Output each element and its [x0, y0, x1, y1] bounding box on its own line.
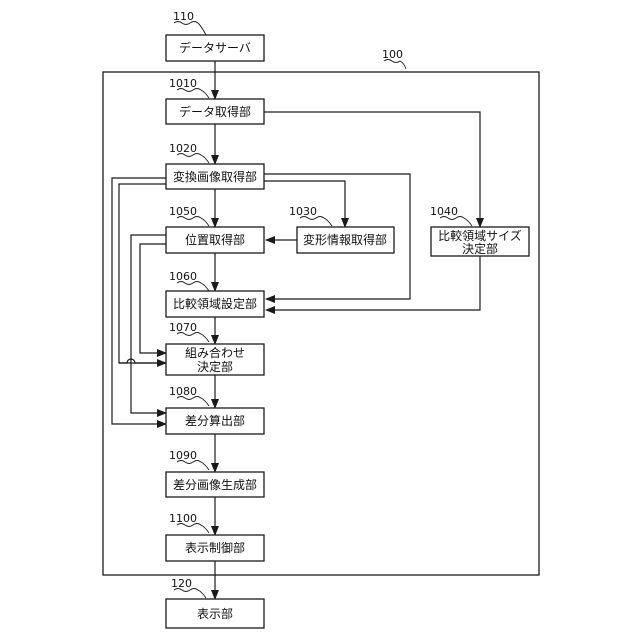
ref-1050: 1050 — [169, 205, 197, 218]
combination-label-2: 決定部 — [197, 359, 233, 374]
ref-1030: 1030 — [289, 205, 317, 218]
block-difference-calculation: 差分算出部 — [166, 408, 264, 434]
ref-1100: 1100 — [169, 512, 197, 525]
ref-1080: 1080 — [169, 385, 197, 398]
difference-calculation-label: 差分算出部 — [185, 413, 245, 428]
data-server-label: データサーバ — [179, 40, 251, 55]
arrow-transformed-to-deformation — [264, 181, 345, 227]
difference-image-generation-label: 差分画像生成部 — [173, 477, 257, 492]
block-comparison-region-size: 比較領域サイズ 決定部 — [431, 227, 529, 256]
ref-100: 100 — [382, 48, 403, 61]
block-difference-image-generation: 差分画像生成部 — [166, 472, 264, 497]
arrow-size-to-setting — [266, 256, 480, 310]
display-control-label: 表示制御部 — [185, 540, 245, 555]
ref-1010: 1010 — [169, 77, 197, 90]
position-acquisition-label: 位置取得部 — [185, 232, 245, 247]
data-acquisition-label: データ取得部 — [179, 104, 251, 119]
connectors — [112, 61, 480, 599]
arrow-transformed-to-combination — [119, 184, 166, 363]
leader-110 — [174, 22, 206, 36]
block-combination: 組み合わせ 決定部 — [166, 344, 264, 375]
block-data-server: データサーバ — [166, 35, 264, 61]
ref-1070: 1070 — [169, 321, 197, 334]
ref-1040: 1040 — [430, 205, 458, 218]
display-label: 表示部 — [197, 606, 233, 621]
transformed-image-acquisition-label: 変換画像取得部 — [173, 169, 257, 184]
arrow-position-to-difference — [131, 235, 166, 413]
block-transformed-image-acquisition: 変換画像取得部 — [166, 164, 264, 189]
arrow-transformed-to-difference — [112, 178, 166, 424]
block-display-control: 表示制御部 — [166, 535, 264, 561]
ref-110: 110 — [173, 10, 194, 23]
block-data-acquisition: データ取得部 — [166, 99, 264, 124]
ref-1090: 1090 — [169, 449, 197, 462]
block-display: 表示部 — [166, 599, 264, 628]
block-position-acquisition: 位置取得部 — [166, 227, 264, 253]
block-deformation-info-acquisition: 変形情報取得部 — [297, 227, 394, 253]
combination-label-1: 組み合わせ — [185, 345, 245, 360]
ref-1020: 1020 — [169, 142, 197, 155]
ref-1060: 1060 — [169, 270, 197, 283]
comparison-region-setting-label: 比較領域設定部 — [173, 296, 257, 311]
ref-120: 120 — [171, 577, 192, 590]
comparison-region-size-label-1: 比較領域サイズ — [438, 228, 522, 243]
comparison-region-size-label-2: 決定部 — [462, 241, 498, 256]
deformation-info-acquisition-label: 変形情報取得部 — [303, 232, 387, 247]
hop-crossing — [119, 359, 166, 363]
arrow-position-to-combination — [140, 244, 166, 353]
block-comparison-region-setting: 比較領域設定部 — [166, 291, 264, 317]
